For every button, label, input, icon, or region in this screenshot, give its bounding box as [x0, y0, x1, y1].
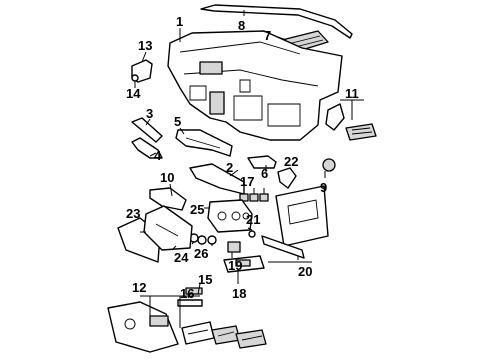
callout-17: 17: [240, 174, 254, 189]
defroster-grille-strip: [200, 4, 353, 39]
trim-strip-part: [131, 117, 163, 143]
clip-part-22: [277, 167, 297, 189]
callout-20: 20: [298, 264, 312, 279]
callout-16: 16: [180, 286, 194, 301]
callout-22: 22: [284, 154, 298, 169]
callout-9: 9: [320, 180, 327, 195]
bracket-part-4: [131, 137, 163, 159]
switch-cluster-part: [239, 193, 269, 202]
callout-4: 4: [154, 148, 162, 163]
reinforcement-bracket-part: [175, 129, 233, 157]
connector-part-19: [227, 241, 241, 253]
glove-box-door-part: [275, 185, 329, 247]
callout-14: 14: [126, 86, 141, 101]
knob-set-part-26: [189, 233, 217, 245]
leader-lines: [140, 10, 364, 328]
vent-assembly-part: [325, 103, 377, 141]
callout-25: 25: [190, 202, 204, 217]
callout-2: 2: [226, 160, 233, 175]
callout-6: 6: [261, 166, 268, 181]
bracket-strip-part-2: [189, 163, 245, 195]
glove-box-strip-part: [261, 235, 305, 259]
callout-26: 26: [194, 246, 208, 261]
bracket-part-6: [247, 155, 277, 169]
knob-part-9: [322, 158, 336, 172]
callout-15: 15: [198, 272, 212, 287]
switch-module-part-18: [223, 255, 265, 273]
callout-19: 19: [228, 258, 242, 273]
callout-7: 7: [264, 28, 271, 43]
console-bezel-part-12: [107, 301, 267, 353]
callout-11: 11: [345, 86, 359, 101]
callout-21: 21: [246, 212, 260, 227]
callout-labels: 1 2 3 4 5 6 7 8 9 10 11 12 13 14 15 16 1…: [126, 14, 359, 301]
callout-12: 12: [132, 280, 146, 295]
callout-1: 1: [176, 14, 183, 29]
small-switch-parts: [177, 287, 203, 307]
screw-part-14: [131, 74, 139, 88]
callout-13: 13: [138, 38, 152, 53]
callout-3: 3: [146, 106, 153, 121]
gauge-opening: [199, 61, 223, 75]
callout-8: 8: [238, 18, 245, 33]
screw-part-21: [248, 230, 256, 238]
instrument-panel-body: [167, 30, 343, 141]
bracket-part-10: [149, 187, 187, 211]
callout-5: 5: [174, 114, 181, 129]
climate-control-part: [207, 199, 253, 233]
callout-18: 18: [232, 286, 246, 301]
radio-opening: [209, 91, 225, 115]
callout-10: 10: [160, 170, 174, 185]
callout-23: 23: [126, 206, 140, 221]
callout-24: 24: [174, 250, 189, 265]
